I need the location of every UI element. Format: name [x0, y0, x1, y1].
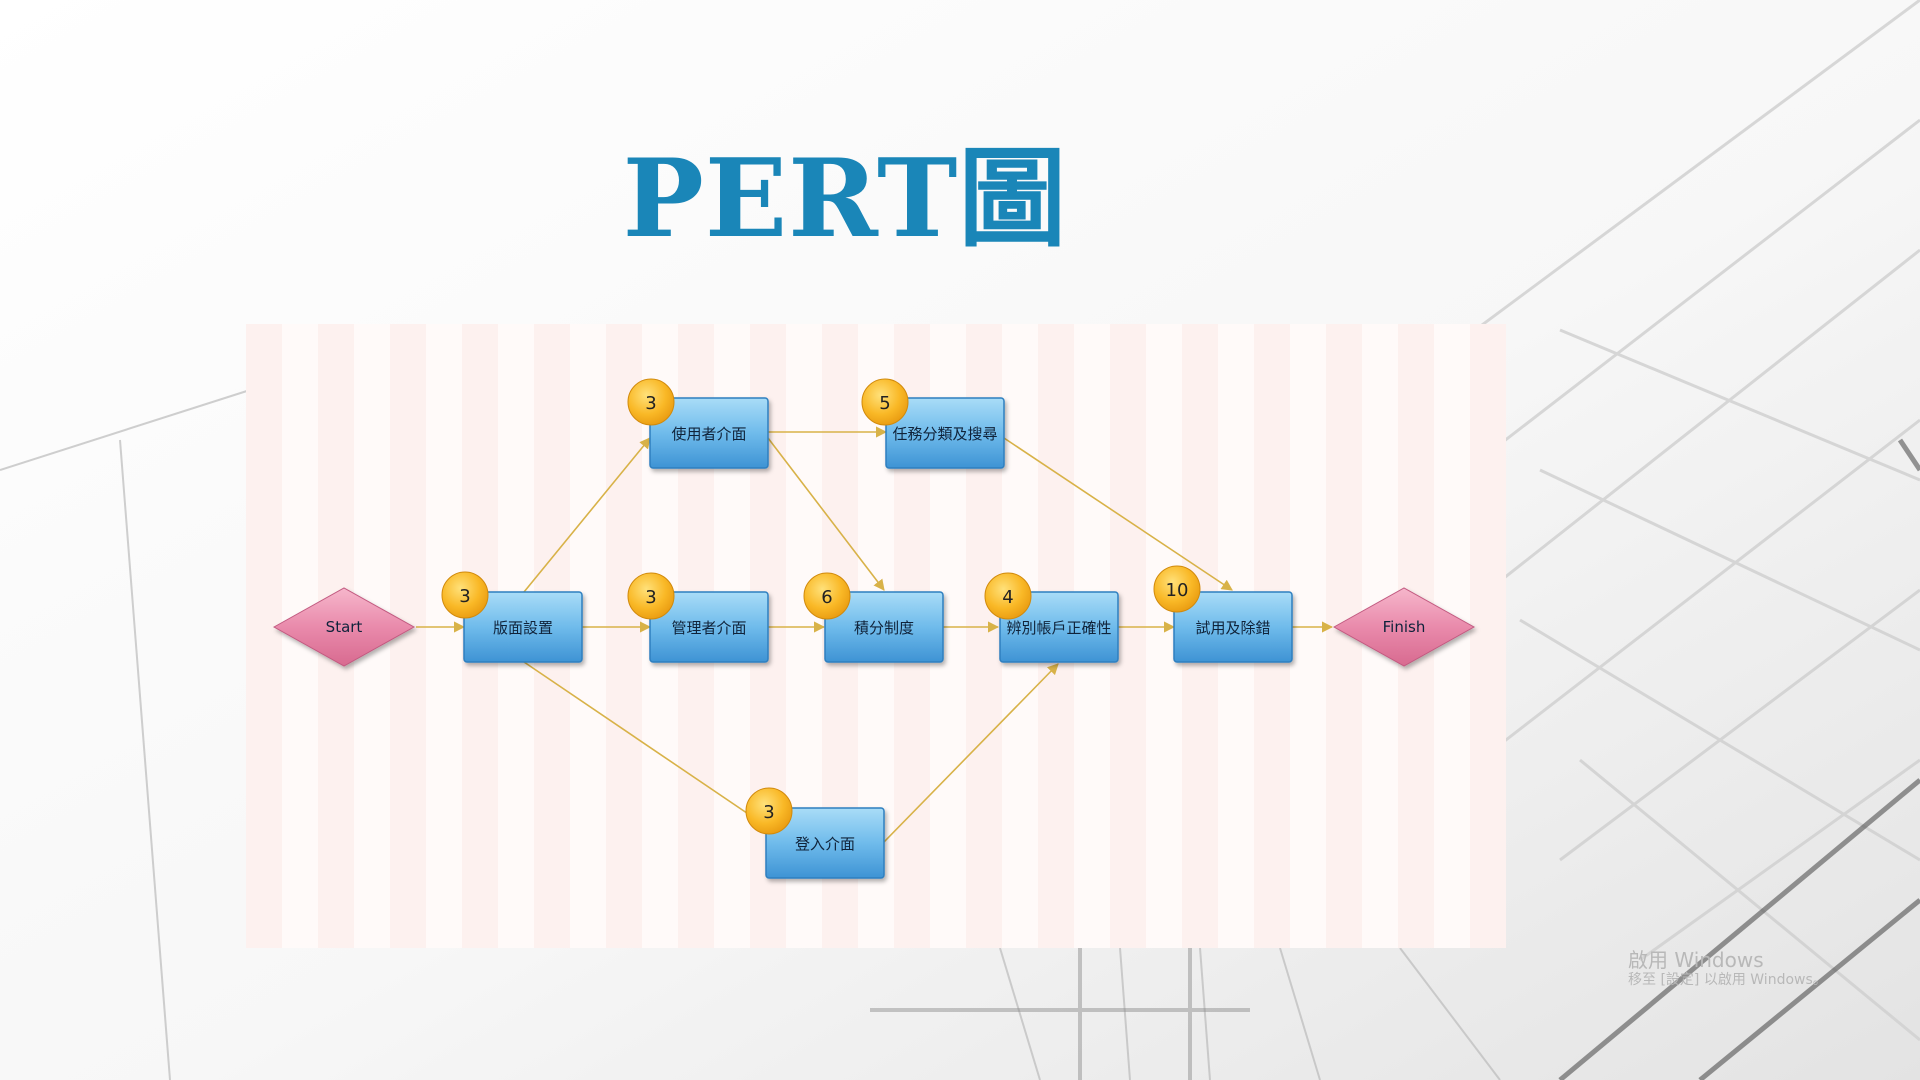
task-label: 積分制度 [854, 619, 914, 637]
edge-login-ui-verify [883, 663, 1059, 843]
task-node-points: 積分制度 6 [803, 572, 944, 663]
duration-label: 3 [645, 393, 656, 414]
task-label: 辨別帳戶正確性 [1006, 619, 1111, 637]
pert-diagram-panel: Start Finish 版面設置 3 使用者介面 3 管理者介面 3 [246, 324, 1506, 948]
task-box [885, 397, 1005, 469]
duration-label: 5 [879, 393, 890, 414]
task-box [649, 397, 769, 469]
task-box [824, 591, 944, 663]
finish-diamond [1332, 587, 1476, 667]
task-label: 管理者介面 [671, 619, 746, 637]
task-label: 使用者介面 [671, 425, 746, 443]
edge-user-ui-points [767, 437, 885, 591]
pert-diagram: Start Finish 版面設置 3 使用者介面 3 管理者介面 3 [272, 378, 1476, 879]
slide-title: PERT圖 [622, 136, 1068, 262]
duration-label: 4 [1002, 587, 1013, 608]
edge-layout-user-ui [523, 437, 651, 593]
task-node-task-search: 任務分類及搜尋 5 [861, 378, 1005, 469]
task-node-layout: 版面設置 3 [441, 571, 583, 663]
finish-label: Finish [1383, 618, 1426, 636]
duration-label: 3 [763, 802, 774, 823]
duration-label: 3 [459, 586, 470, 607]
edges [416, 426, 1334, 843]
task-node-login-ui: 登入介面 3 [745, 787, 885, 879]
task-label: 試用及除錯 [1195, 619, 1270, 637]
task-label: 登入介面 [795, 835, 855, 853]
duration-label: 3 [645, 587, 656, 608]
task-box [1173, 591, 1293, 663]
task-node-verify-account: 辨別帳戶正確性 4 [984, 572, 1119, 663]
watermark-title: 啟用 Windows [1628, 948, 1764, 972]
task-label: 版面設置 [493, 619, 553, 637]
duration-badge [627, 378, 675, 426]
duration-badge [803, 572, 851, 620]
duration-badge [745, 787, 793, 835]
start-diamond [272, 587, 416, 667]
task-label: 任務分類及搜尋 [892, 425, 997, 443]
task-box [999, 591, 1119, 663]
task-box [463, 591, 583, 663]
task-box [649, 591, 769, 663]
task-node-admin-ui: 管理者介面 3 [627, 572, 769, 663]
task-node-user-ui: 使用者介面 3 [627, 378, 769, 469]
task-node-testing: 試用及除錯 10 [1153, 565, 1293, 663]
duration-badge [1153, 565, 1201, 613]
duration-badge [441, 571, 489, 619]
duration-badge [627, 572, 675, 620]
watermark-subtitle: 移至 [設定] 以啟用 Windows。 [1628, 972, 1827, 988]
edge-task-test [1003, 437, 1233, 591]
duration-badge [984, 572, 1032, 620]
duration-label: 6 [821, 587, 832, 608]
start-node: Start [272, 587, 416, 667]
start-label: Start [326, 618, 363, 636]
duration-badge [861, 378, 909, 426]
task-box [765, 807, 885, 879]
duration-label: 10 [1166, 580, 1189, 601]
finish-node: Finish [1332, 587, 1476, 667]
edge-layout-login-ui [523, 661, 767, 827]
windows-activation-watermark: 啟用 Windows 移至 [設定] 以啟用 Windows。 [1628, 948, 1827, 989]
